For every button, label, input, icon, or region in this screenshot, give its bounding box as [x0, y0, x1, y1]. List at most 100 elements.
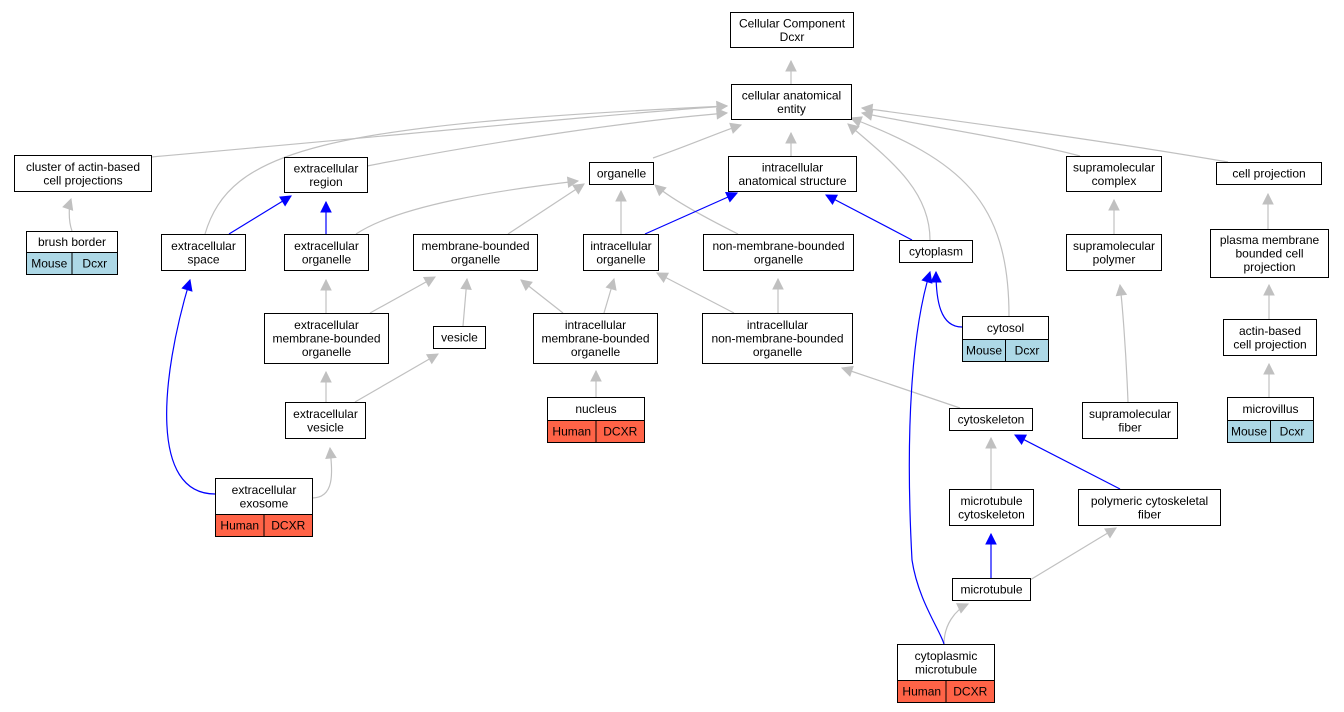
node-box	[728, 156, 857, 192]
arrowhead	[785, 59, 797, 72]
node-box	[1210, 229, 1329, 278]
edge-intorg-to-ias	[644, 191, 739, 235]
edge-microvillus-to-actinproj	[1263, 362, 1275, 397]
arrowhead	[1263, 283, 1275, 296]
edge-cytomt-to-microtubule	[943, 603, 970, 645]
arrowhead	[1262, 192, 1274, 205]
node-organelle[interactable]: organelle	[589, 162, 654, 185]
node-box	[899, 240, 973, 263]
node-box	[14, 155, 152, 192]
edge-line	[652, 124, 742, 159]
edge-ias-to-cae	[785, 131, 797, 156]
edge-line	[841, 367, 961, 409]
edge-line	[861, 112, 1081, 157]
edge-mbo-to-organelle	[507, 183, 585, 235]
species-tag-label: DCXR	[603, 425, 637, 439]
species-tag-cell	[71, 252, 118, 275]
node-label-line: cluster of actin-based	[26, 160, 140, 174]
arrowhead	[325, 446, 337, 459]
edge-nucleus-to-intmbo	[590, 369, 602, 397]
edge-line	[861, 107, 1229, 163]
node-cytoskeleton[interactable]: cytoskeleton	[949, 408, 1033, 431]
edge-cytoplasm-to-cae	[847, 123, 931, 241]
species-tag-cell	[263, 514, 313, 537]
edge-exorg-to-organelle	[355, 176, 580, 235]
node-intnmbo[interactable]: intracellularnon-membrane-boundedorganel…	[702, 313, 853, 364]
edge-line	[1014, 434, 1121, 490]
node-box	[1066, 156, 1162, 192]
node-box	[433, 326, 486, 349]
node-label-line: microvillus	[1242, 402, 1298, 416]
node-label-line: projection	[1243, 260, 1295, 274]
node-label-line: actin-based	[1239, 324, 1301, 338]
node-cytoplasm[interactable]: cytoplasm	[899, 240, 973, 263]
node-box	[583, 234, 659, 271]
node-label-line: entity	[777, 102, 806, 116]
node-label-line: cell projections	[43, 173, 122, 187]
node-vesicle[interactable]: vesicle	[433, 326, 486, 349]
arrowhead	[1108, 198, 1120, 211]
node-label-line: membrane-bounded	[541, 332, 649, 346]
node-label-line: vesicle	[307, 420, 344, 434]
node-label-line: vesicle	[441, 331, 478, 345]
node-label-line: cellular anatomical	[742, 88, 841, 102]
node-label-line: organelle	[571, 345, 621, 359]
node-label-line: cytoplasm	[909, 245, 963, 259]
edge-nmbo-to-organelle	[654, 184, 739, 235]
node-label-line: extracellular	[294, 161, 359, 175]
edge-brush-to-cluster	[62, 197, 74, 232]
node-label-line: organelle	[753, 345, 803, 359]
arrowhead	[320, 278, 332, 291]
node-label-line: cytoskeleton	[958, 413, 1025, 427]
node-label-line: complex	[1092, 174, 1137, 188]
arrowhead	[825, 194, 839, 206]
node-box	[949, 489, 1034, 526]
arrowhead	[840, 365, 854, 377]
node-label-line: non-membrane-bounded	[711, 332, 843, 346]
arrowhead	[460, 277, 472, 290]
species-tag-label: Dcxr	[1015, 344, 1040, 358]
arrowhead	[985, 436, 997, 449]
node-box	[731, 84, 852, 120]
node-cellproj[interactable]: cell projection	[1216, 162, 1322, 185]
edge-line	[943, 603, 969, 645]
species-tag-cell	[1270, 420, 1314, 443]
node-label-line: microtubule	[915, 662, 977, 676]
node-label-line: supramolecular	[1089, 407, 1171, 421]
node-box	[533, 313, 658, 364]
arrowhead	[566, 176, 580, 188]
edge-line	[825, 194, 913, 241]
node-microtubule[interactable]: microtubule	[952, 578, 1031, 601]
edge-pcf-to-cytoskeleton	[1014, 434, 1121, 490]
edge-line	[354, 353, 439, 403]
arrowhead	[985, 532, 997, 545]
arrowhead	[847, 123, 860, 136]
